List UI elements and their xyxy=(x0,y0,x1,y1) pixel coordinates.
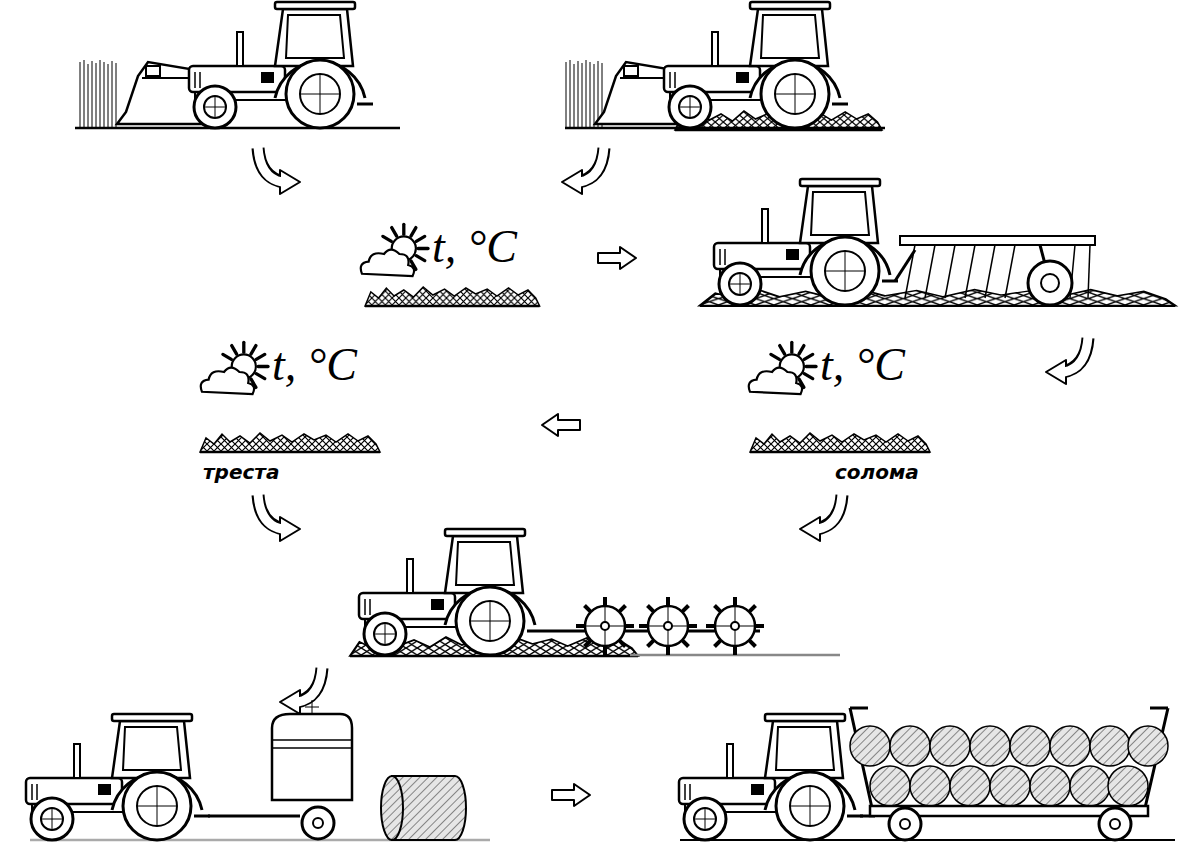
transport-scene xyxy=(890,726,930,766)
flow-arrow xyxy=(800,494,842,541)
flow-arrow xyxy=(598,247,636,269)
baling-scene xyxy=(208,815,300,818)
flow-arrow xyxy=(562,147,604,194)
flow-arrow xyxy=(552,784,590,806)
transport-scene xyxy=(1090,726,1130,766)
baling-scene xyxy=(302,807,334,839)
temperature-label: t, °C xyxy=(432,224,517,270)
turning-scene xyxy=(700,289,1175,306)
transport-scene xyxy=(1108,766,1148,806)
baling-scene xyxy=(272,747,352,749)
transport-scene xyxy=(679,714,863,840)
lifting-scene xyxy=(576,597,634,655)
transport-scene xyxy=(910,766,950,806)
flow-arrow xyxy=(1046,337,1088,384)
baling-scene xyxy=(26,714,210,840)
flow-arrow xyxy=(280,667,322,714)
transport-scene xyxy=(970,726,1010,766)
transport-scene xyxy=(680,839,1175,841)
tresta-drying-scene xyxy=(200,342,380,452)
transport-scene xyxy=(679,708,1175,840)
transport-scene xyxy=(1128,726,1168,766)
material-label: солома xyxy=(835,462,919,482)
baling-scene xyxy=(272,714,352,800)
mowing-swath-scene xyxy=(565,127,885,130)
turning-scene xyxy=(700,179,1175,306)
transport-scene xyxy=(990,766,1030,806)
transport-scene xyxy=(1070,766,1110,806)
turning-scene xyxy=(900,236,1095,245)
mowing-swath-scene xyxy=(565,2,885,130)
tresta-drying-scene xyxy=(200,433,380,452)
mowing-scene xyxy=(75,127,400,130)
field-retting-scene xyxy=(365,287,540,306)
transport-scene xyxy=(900,819,910,829)
turning-scene xyxy=(1005,245,1015,298)
mowing-scene xyxy=(80,60,116,128)
lifting-scene xyxy=(350,529,840,656)
mowing-swath-scene xyxy=(664,2,848,128)
turning-scene xyxy=(965,245,975,298)
transport-scene xyxy=(950,766,990,806)
flow-arrow xyxy=(542,414,580,436)
lifting-scene xyxy=(639,597,697,655)
transport-scene xyxy=(1099,808,1131,840)
baling-scene xyxy=(381,776,403,840)
mowing-scene xyxy=(75,2,400,128)
transport-scene xyxy=(930,726,970,766)
temperature-label: t, °C xyxy=(272,342,357,388)
transport-scene xyxy=(1110,819,1120,829)
turning-scene xyxy=(905,245,915,298)
transport-scene xyxy=(1030,766,1070,806)
transport-scene xyxy=(850,726,890,766)
transport-scene xyxy=(850,708,1168,808)
transport-scene xyxy=(870,766,910,806)
flow-arrow xyxy=(258,147,300,194)
material-label: треста xyxy=(203,462,279,482)
turning-scene xyxy=(714,179,898,305)
transport-scene xyxy=(1050,726,1090,766)
temperature-label: t, °C xyxy=(820,342,905,388)
transport-scene xyxy=(889,808,921,840)
straw-drying-scene xyxy=(749,342,816,394)
baling-scene xyxy=(313,818,323,828)
straw-drying-scene xyxy=(750,433,930,452)
tresta-drying-scene xyxy=(201,342,268,394)
turning-scene xyxy=(925,245,935,298)
turning-scene xyxy=(985,245,995,298)
turning-scene xyxy=(1041,274,1059,292)
transport-scene xyxy=(850,726,1168,806)
turning-scene xyxy=(895,250,915,281)
straw-drying-scene xyxy=(749,342,930,452)
turning-scene xyxy=(945,245,955,298)
field-retting-scene xyxy=(361,224,428,276)
mowing-swath-scene xyxy=(566,60,602,128)
baling-scene xyxy=(305,707,319,708)
mowing-scene xyxy=(189,2,373,128)
flow-arrow xyxy=(258,494,300,541)
lifting-scene xyxy=(706,597,764,655)
baling-scene xyxy=(272,739,352,741)
lifting-scene xyxy=(359,529,543,655)
turning-scene xyxy=(1088,245,1090,298)
turning-scene xyxy=(1028,261,1072,305)
transport-scene xyxy=(1010,726,1050,766)
baling-scene xyxy=(26,700,490,840)
field-retting-scene xyxy=(361,224,540,306)
